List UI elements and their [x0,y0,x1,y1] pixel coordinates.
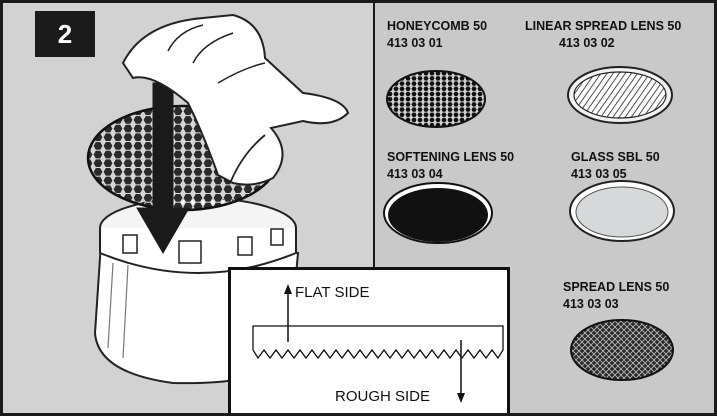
softening-lens-label: SOFTENING LENS 50 413 03 04 [387,150,515,181]
honeycomb-lens-swatch [386,70,486,128]
glass-sbl-swatch [575,186,669,238]
lens-orientation-inset: FLAT SIDE ROUGH SIDE [228,267,510,413]
glass-sbl-label: GLASS SBL 50 413 03 05 [571,150,660,181]
rough-side-label: ROUGH SIDE [335,388,431,405]
lens-cross-section-drawing [252,284,504,403]
accessory-lens-panel: HONEYCOMB 50 413 03 01 LINEAR SPREAD LEN… [373,3,714,413]
spread-lens-label: SPREAD LENS 50 413 03 03 [563,280,670,311]
softening-lens-swatch [388,188,488,242]
linear-spread-lens-swatch [573,71,667,119]
spread-lens-swatch [570,319,674,381]
honeycomb-lens-label: HONEYCOMB 50 413 03 01 [387,19,488,50]
lens-swatches [383,66,675,381]
flat-side-label: FLAT SIDE [295,284,370,301]
linear-spread-lens-label: LINEAR SPREAD LENS 50 413 03 02 [525,19,682,50]
step-number-badge: 2 [35,11,95,57]
